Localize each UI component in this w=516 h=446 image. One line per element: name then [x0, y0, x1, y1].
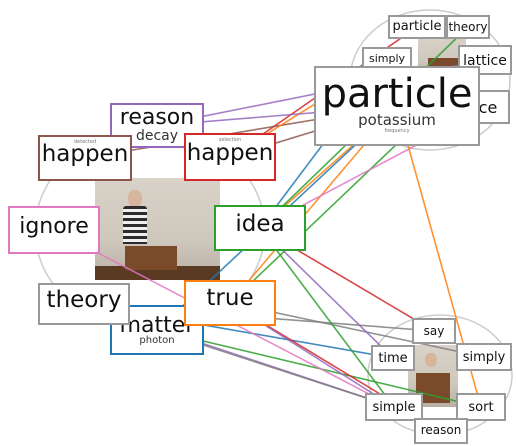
word-card-particle-big[interactable]: particle potassium frequency	[314, 66, 480, 146]
word-label: particle	[321, 71, 473, 117]
word-sublabel: potassium	[358, 111, 436, 129]
word-card-ignore[interactable]: ignore	[8, 206, 100, 254]
word-card-theory-small[interactable]: theory	[446, 15, 490, 39]
word-card-time[interactable]: time	[371, 345, 415, 371]
word-card-simple[interactable]: simple	[365, 393, 423, 421]
word-card-idea[interactable]: idea	[214, 205, 306, 251]
word-card-reason-bottom[interactable]: reason	[414, 418, 468, 444]
word-label: particle	[392, 19, 442, 34]
word-label: true	[206, 285, 254, 311]
word-card-happen-left[interactable]: detected happen	[38, 135, 132, 181]
word-label: simply	[462, 350, 506, 365]
word-label: matter	[119, 313, 195, 338]
word-card-sort[interactable]: sort	[456, 393, 506, 421]
word-label: happen	[186, 140, 274, 166]
word-label: reason	[420, 423, 462, 437]
word-label: lattice	[463, 53, 507, 69]
word-card-happen-mid[interactable]: selection happen	[184, 133, 276, 181]
word-tiny-label: selection	[218, 137, 242, 143]
word-label: happen	[41, 141, 129, 167]
word-label: theory	[46, 287, 122, 313]
word-label: simply	[368, 52, 406, 65]
word-sublabel: decay	[135, 128, 179, 144]
word-tiny-label: detected	[73, 139, 97, 145]
word-label: simple	[372, 400, 416, 415]
word-card-particle-small[interactable]: particle	[388, 15, 446, 39]
word-label: sort	[468, 400, 494, 415]
word-label: say	[423, 324, 445, 338]
word-card-theory[interactable]: theory	[38, 283, 130, 325]
word-label: idea	[235, 211, 285, 237]
word-card-true[interactable]: true	[184, 280, 276, 326]
word-tiny-label: frequency	[384, 128, 410, 134]
word-card-say[interactable]: say	[412, 318, 456, 344]
word-label: time	[378, 351, 408, 366]
word-sublabel: photon	[139, 335, 175, 346]
word-label: theory	[448, 20, 488, 34]
word-label: ce	[478, 98, 498, 117]
lecturer-photo	[95, 178, 220, 280]
edge-idea-simple	[259, 227, 395, 408]
word-label: ignore	[19, 214, 89, 239]
word-card-simply-bottom[interactable]: simply	[456, 343, 512, 371]
word-label: reason	[119, 105, 195, 130]
